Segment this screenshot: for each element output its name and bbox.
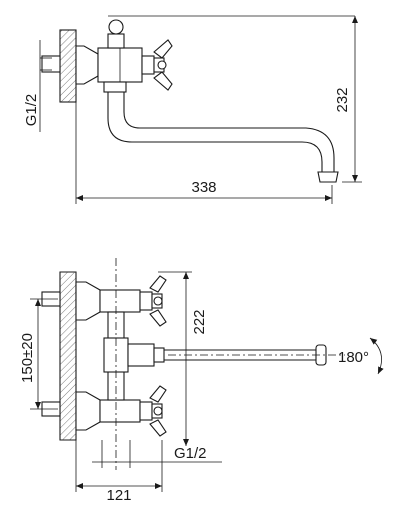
front-spout	[164, 349, 318, 361]
label-side-thread: G1/2	[23, 94, 40, 127]
front-lower-handle	[139, 385, 167, 437]
side-top-knob	[107, 33, 125, 49]
dim-side-height: 232	[334, 87, 351, 112]
front-wall-plate	[59, 271, 77, 441]
dim-side-reach: 338	[191, 179, 216, 196]
swivel-arrow	[369, 337, 384, 375]
dim-front-spacing: 150±20	[19, 333, 36, 383]
side-cross-handle	[141, 39, 173, 91]
front-view: 180° 222 150±20 G1/2 121	[19, 258, 384, 504]
side-view: 232 338 G1/2	[23, 15, 362, 204]
dim-front-depth: 121	[106, 487, 131, 504]
side-spout	[107, 92, 335, 172]
front-upper-body	[99, 289, 141, 313]
side-wall-plate	[59, 29, 77, 103]
front-lower-body	[99, 399, 141, 423]
label-swivel-angle: 180°	[338, 349, 369, 366]
side-inlet-pipe	[41, 55, 61, 73]
dim-front-height: 222	[191, 309, 208, 334]
label-front-thread: G1/2	[174, 445, 207, 462]
front-upper-handle	[139, 275, 167, 327]
